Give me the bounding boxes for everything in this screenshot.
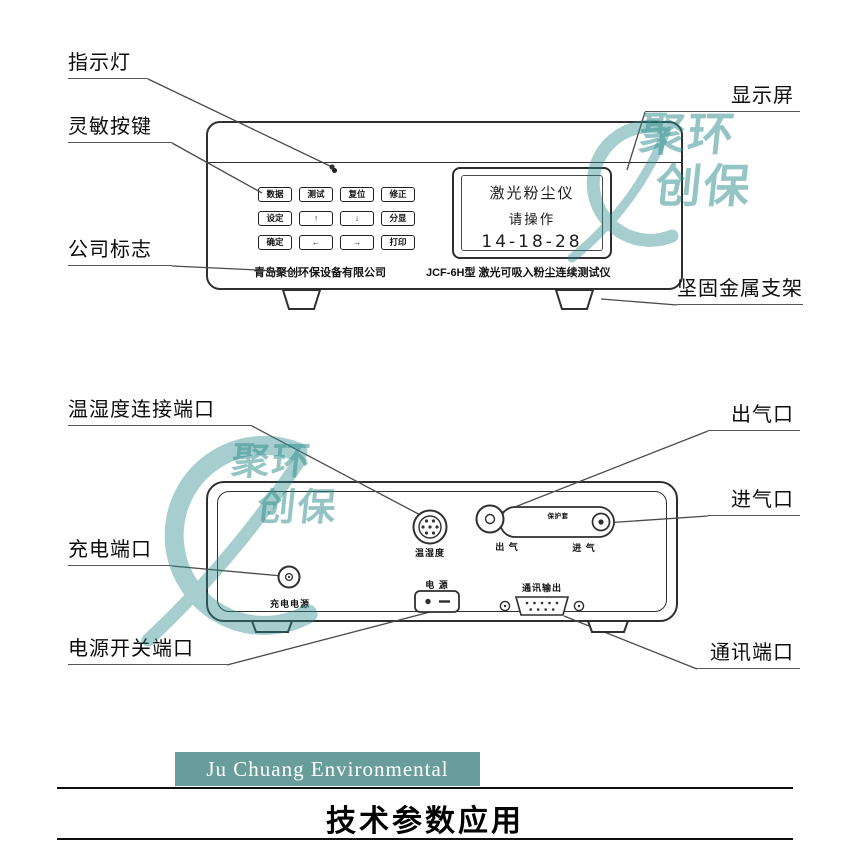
power-small-label: 电 源 bbox=[425, 580, 449, 590]
label-sensitive-keys: 灵敏按键 bbox=[68, 116, 172, 143]
display-content: 激光粉尘仪 请操作 14-18-28 bbox=[461, 175, 603, 252]
display-line-title: 激光粉尘仪 bbox=[489, 184, 575, 202]
label-indicator-light: 指示灯 bbox=[68, 52, 148, 79]
charge-port-small-label: 充电电源 bbox=[269, 599, 310, 609]
keypad-button: ← bbox=[299, 235, 333, 250]
front-lid-seam bbox=[208, 162, 681, 163]
front-foot-right bbox=[554, 289, 595, 310]
display-line-prompt: 请操作 bbox=[508, 212, 556, 228]
display-screen: 激光粉尘仪 请操作 14-18-28 bbox=[452, 167, 612, 259]
keypad-button: 修正 bbox=[381, 187, 415, 202]
keypad-button: 测试 bbox=[299, 187, 333, 202]
label-temp-humidity-port: 温湿度连接端口 bbox=[68, 399, 252, 426]
back-foot-left bbox=[250, 620, 294, 633]
company-name-text: 青岛聚创环保设备有限公司 bbox=[254, 267, 386, 279]
divider-line-top bbox=[57, 787, 793, 789]
leader-comm-port bbox=[563, 615, 698, 670]
keypad-button: 确定 bbox=[258, 235, 292, 250]
front-foot-left bbox=[281, 289, 322, 310]
watermark-text-mid-2: 创保 bbox=[255, 487, 340, 529]
keypad-button: → bbox=[340, 235, 374, 250]
divider-line-bottom bbox=[57, 838, 793, 840]
label-comm-port: 通讯端口 bbox=[697, 642, 800, 669]
label-power-switch-port: 电源开关端口 bbox=[68, 638, 227, 665]
keypad: 数据 测试 复位 修正 设定 ↑ ↓ 分显 确定 ← → 打印 bbox=[258, 187, 415, 250]
label-air-outlet: 出气口 bbox=[708, 404, 800, 431]
label-air-inlet: 进气口 bbox=[708, 489, 800, 516]
keypad-button: 打印 bbox=[381, 235, 415, 250]
display-line-time: 14-18-28 bbox=[481, 232, 583, 252]
air-in-port-label: 进 气 bbox=[572, 543, 596, 553]
indicator-led bbox=[332, 168, 337, 173]
device-front-view: 数据 测试 复位 修正 设定 ↑ ↓ 分显 确定 ← → 打印 激光粉尘仪 请操… bbox=[206, 121, 683, 290]
protective-sleeve-label: 保护套 bbox=[547, 513, 569, 520]
label-charge-port: 充电端口 bbox=[68, 539, 172, 566]
watermark-text-top-2: 创保 bbox=[652, 160, 755, 212]
front-brand-row: 青岛聚创环保设备有限公司 JCF-6H型 激光可吸入粉尘连续测试仪 bbox=[208, 264, 681, 280]
keypad-button: ↑ bbox=[299, 211, 333, 226]
footer-banner: Ju Chuang Environmental bbox=[175, 752, 480, 786]
keypad-button: 数据 bbox=[258, 187, 292, 202]
keypad-button: 设定 bbox=[258, 211, 292, 226]
label-display-screen: 显示屏 bbox=[645, 85, 800, 112]
label-company-logo: 公司标志 bbox=[68, 239, 172, 266]
label-metal-bracket: 坚固金属支架 bbox=[677, 278, 803, 305]
keypad-button: ↓ bbox=[340, 211, 374, 226]
keypad-button: 复位 bbox=[340, 187, 374, 202]
back-foot-right bbox=[586, 620, 630, 633]
comm-small-label: 通讯输出 bbox=[521, 583, 562, 593]
leader-bracket bbox=[600, 298, 678, 306]
air-out-port-label: 出 气 bbox=[495, 542, 519, 552]
temp-humidity-port-label: 温湿度 bbox=[414, 548, 445, 558]
model-name-text: JCF-6H型 激光可吸入粉尘连续测试仪 bbox=[426, 267, 611, 279]
page-title: 技术参数应用 bbox=[326, 805, 524, 838]
keypad-button: 分显 bbox=[381, 211, 415, 226]
